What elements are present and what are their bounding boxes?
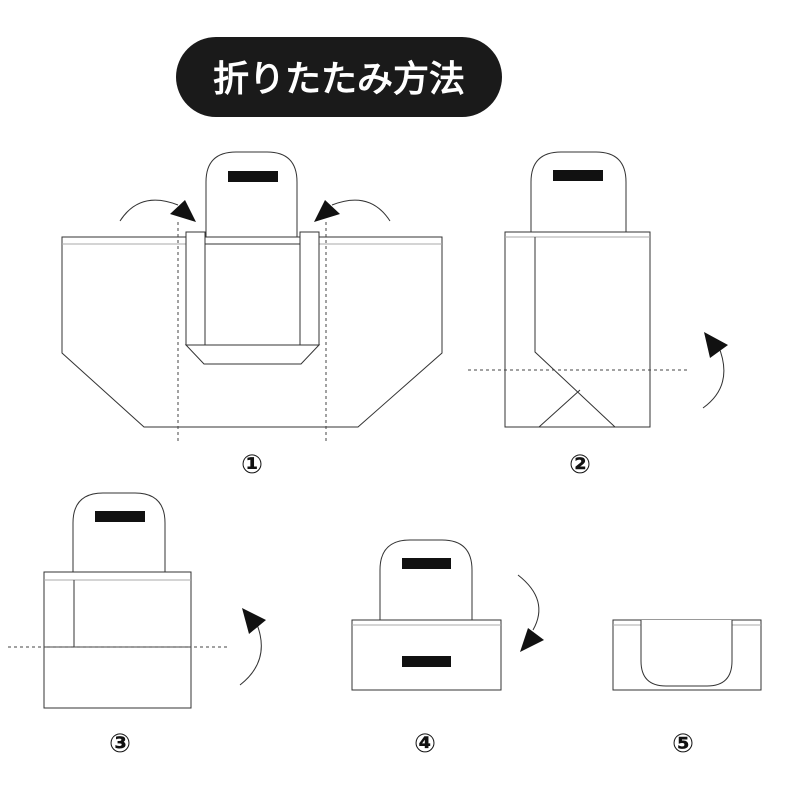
step-5-label: ⑤ <box>672 729 694 759</box>
arrowhead-icon <box>520 628 544 652</box>
tag-bar <box>95 511 145 522</box>
fold-arrow-up <box>702 344 725 409</box>
arrowhead-icon <box>170 200 196 222</box>
step-3-illustration: ③ <box>8 492 266 759</box>
fold-arrow-right <box>331 199 391 222</box>
fold-arrow-up <box>239 621 262 686</box>
tag-bar <box>402 656 451 667</box>
step-1-label: ① <box>241 450 263 480</box>
fold-arrow-down <box>517 574 540 631</box>
arrowhead-icon <box>314 200 340 222</box>
tag-bar <box>402 558 451 569</box>
tag-bar <box>228 171 278 182</box>
tag-bar <box>553 170 603 181</box>
step-2-label: ② <box>569 450 591 480</box>
step-2-illustration: ② <box>468 151 728 480</box>
step-5-illustration: ⑤ <box>612 619 762 759</box>
arrowhead-icon <box>242 608 266 634</box>
step-4-illustration: ④ <box>351 539 544 759</box>
title-text: 折りたたみ方法 <box>213 59 465 100</box>
fold-arrow-left <box>119 199 179 222</box>
step-3-label: ③ <box>109 729 131 759</box>
title-banner: 折りたたみ方法 <box>176 37 502 117</box>
step-4-label: ④ <box>414 729 436 759</box>
arrowhead-icon <box>704 332 728 358</box>
step-1-illustration: ① <box>61 151 443 480</box>
